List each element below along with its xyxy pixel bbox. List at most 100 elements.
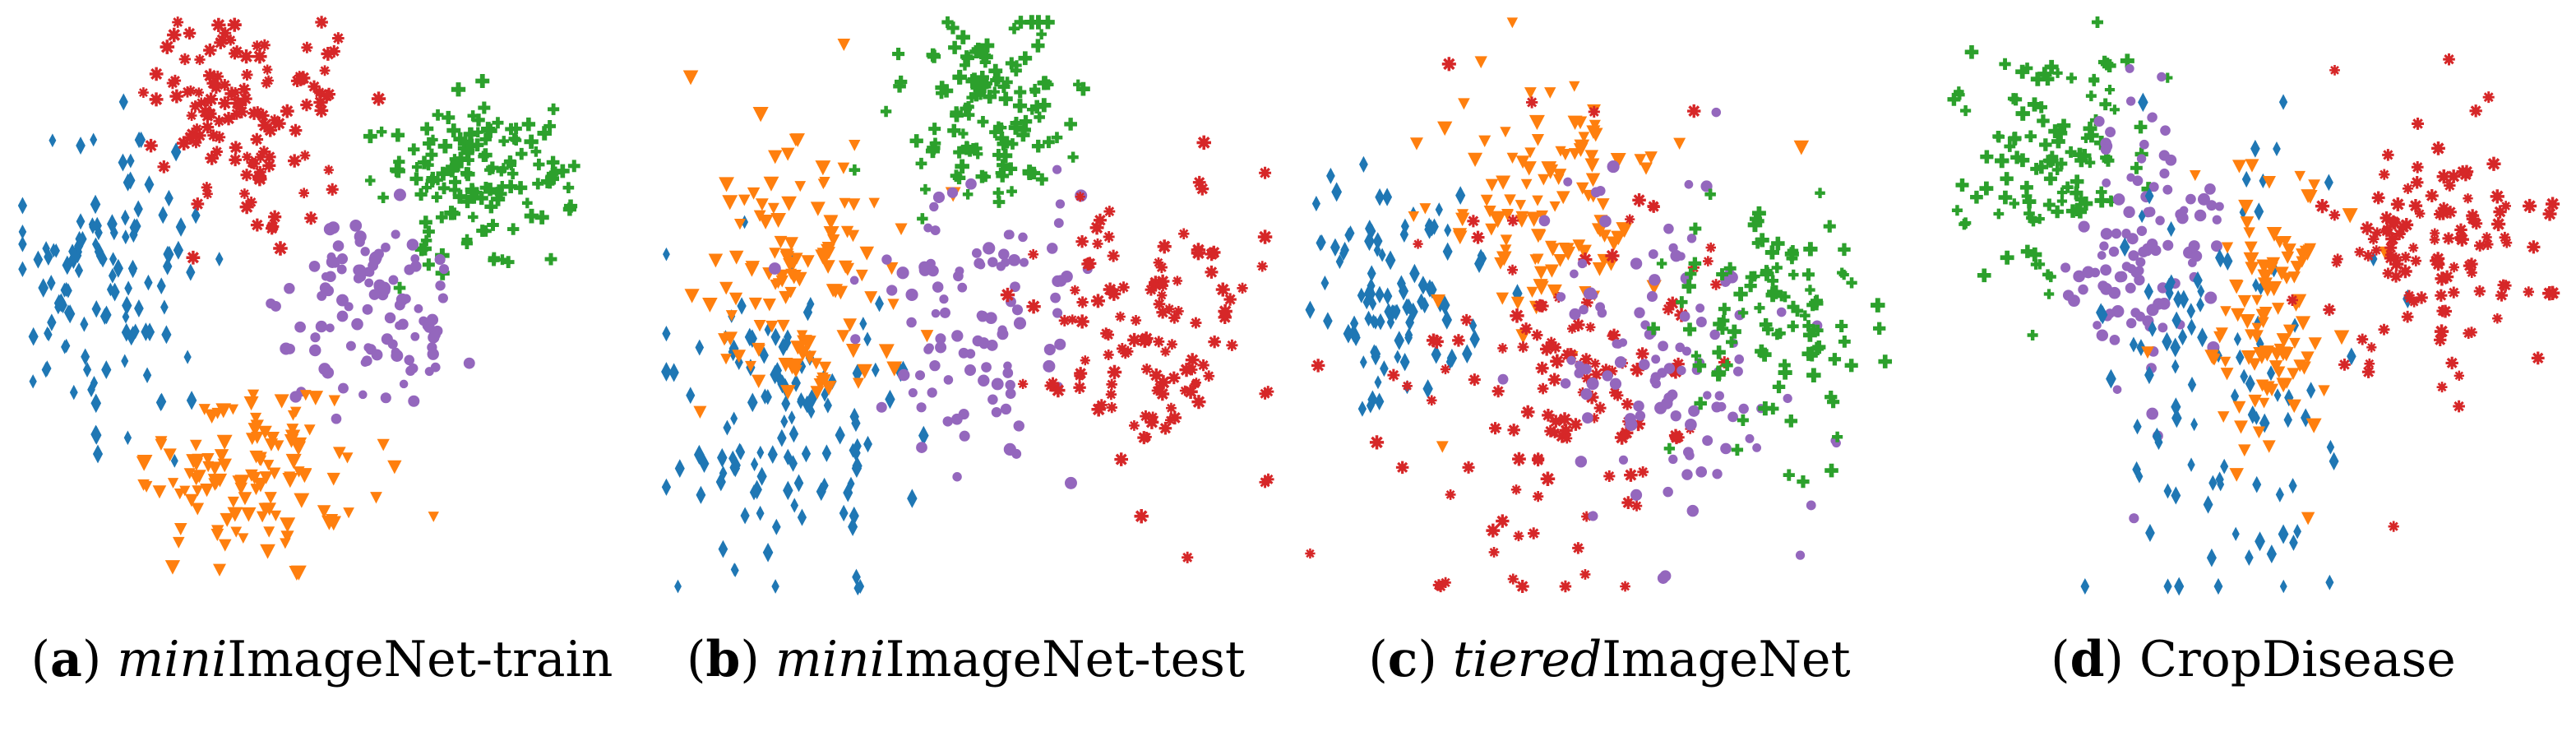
point-green bbox=[1806, 350, 1818, 362]
point-orange bbox=[2238, 199, 2254, 215]
point-blue bbox=[853, 581, 863, 596]
point-orange bbox=[682, 70, 699, 86]
point-red bbox=[1572, 542, 1584, 554]
point-orange bbox=[1515, 200, 1527, 211]
point-green bbox=[2010, 151, 2024, 164]
point-purple bbox=[1776, 307, 1787, 317]
point-red bbox=[2379, 211, 2393, 225]
point-blue bbox=[73, 248, 82, 263]
point-blue bbox=[1408, 302, 1418, 322]
point-green bbox=[506, 168, 519, 179]
point-blue bbox=[761, 388, 770, 405]
point-blue bbox=[2247, 405, 2258, 424]
point-blue bbox=[2171, 397, 2181, 417]
point-orange bbox=[1793, 140, 1810, 155]
point-orange bbox=[790, 340, 806, 355]
point-orange bbox=[285, 453, 302, 470]
point-green bbox=[1764, 245, 1780, 260]
point-purple bbox=[1575, 456, 1588, 468]
point-red bbox=[2454, 223, 2467, 237]
point-purple bbox=[1570, 269, 1579, 279]
point-red bbox=[2545, 197, 2560, 211]
point-blue bbox=[124, 280, 132, 296]
point-orange bbox=[1504, 194, 1516, 206]
point-blue bbox=[1375, 188, 1385, 206]
point-purple bbox=[977, 310, 988, 322]
point-orange bbox=[774, 235, 788, 249]
point-orange bbox=[801, 255, 815, 268]
point-red bbox=[1569, 418, 1583, 431]
point-red bbox=[2443, 53, 2455, 66]
point-green bbox=[2015, 106, 2030, 121]
point-green bbox=[1784, 414, 1798, 428]
point-red bbox=[2398, 264, 2412, 279]
point-green bbox=[2056, 118, 2071, 133]
point-purple bbox=[395, 321, 404, 331]
point-purple bbox=[2093, 321, 2102, 330]
point-green bbox=[2039, 138, 2052, 151]
point-purple bbox=[319, 282, 331, 294]
point-purple bbox=[1580, 364, 1592, 375]
point-purple bbox=[951, 330, 964, 342]
point-green bbox=[1716, 322, 1729, 336]
point-red bbox=[298, 188, 310, 199]
point-orange bbox=[802, 350, 817, 364]
point-purple bbox=[1011, 304, 1024, 316]
point-purple bbox=[929, 359, 941, 372]
point-purple bbox=[2105, 308, 2116, 319]
point-orange bbox=[765, 320, 779, 333]
point-blue bbox=[2080, 577, 2090, 595]
point-blue bbox=[1335, 254, 1344, 270]
point-red bbox=[2329, 209, 2341, 221]
point-purple bbox=[1566, 355, 1576, 365]
point-purple bbox=[284, 282, 295, 294]
point-purple bbox=[1577, 258, 1588, 269]
point-blue bbox=[777, 428, 787, 447]
point-red bbox=[1074, 370, 1085, 382]
point-blue bbox=[1431, 345, 1441, 364]
point-red bbox=[1647, 200, 1660, 213]
point-red bbox=[1507, 264, 1519, 276]
point-purple bbox=[876, 401, 887, 413]
point-red bbox=[2403, 289, 2415, 301]
point-red bbox=[144, 138, 158, 153]
point-blue bbox=[127, 328, 136, 346]
point-green bbox=[563, 199, 578, 213]
point-green bbox=[460, 167, 473, 179]
point-green bbox=[498, 163, 509, 174]
point-orange bbox=[1452, 228, 1468, 243]
point-blue bbox=[2266, 544, 2277, 564]
point-purple bbox=[1638, 359, 1650, 371]
point-purple bbox=[946, 187, 959, 198]
point-purple bbox=[991, 406, 1002, 418]
cluster-red bbox=[138, 16, 386, 265]
point-orange bbox=[776, 319, 790, 332]
point-green bbox=[1786, 252, 1798, 265]
point-red bbox=[2453, 400, 2465, 413]
point-purple bbox=[2176, 211, 2189, 225]
point-red bbox=[1197, 359, 1209, 372]
point-purple bbox=[2060, 262, 2071, 273]
point-green bbox=[521, 117, 536, 132]
point-green bbox=[363, 129, 377, 144]
point-red bbox=[2410, 255, 2421, 266]
point-red bbox=[1578, 252, 1593, 267]
point-blue bbox=[663, 247, 670, 262]
point-red bbox=[1137, 333, 1153, 348]
point-purple bbox=[354, 264, 367, 277]
point-purple bbox=[2100, 228, 2113, 240]
point-blue bbox=[2193, 271, 2203, 289]
point-blue bbox=[90, 132, 98, 147]
point-blue bbox=[1376, 313, 1385, 331]
point-red bbox=[2367, 233, 2379, 245]
point-purple bbox=[336, 294, 349, 307]
point-red bbox=[1103, 230, 1115, 243]
point-blue bbox=[2178, 328, 2188, 346]
point-blue bbox=[782, 334, 792, 351]
point-blue bbox=[156, 277, 166, 295]
point-red bbox=[1159, 421, 1172, 435]
point-purple bbox=[905, 288, 918, 301]
point-purple bbox=[2096, 329, 2109, 341]
point-purple bbox=[1738, 403, 1749, 414]
point-blue bbox=[170, 142, 182, 162]
